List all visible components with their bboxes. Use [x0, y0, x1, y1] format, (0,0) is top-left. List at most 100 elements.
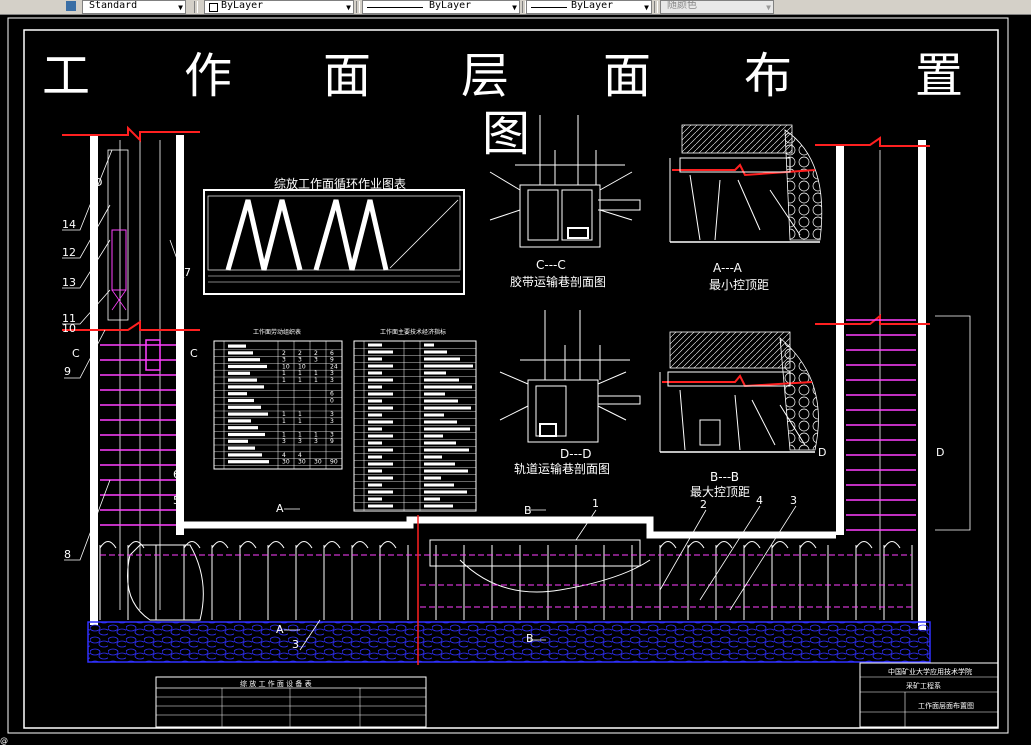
- table-cell: 3: [282, 438, 286, 445]
- table-cell-text: [424, 406, 471, 410]
- table-cell-text: [228, 371, 250, 375]
- table-cell: 4: [298, 452, 302, 459]
- color-dropdown[interactable]: 随颜色 ▼: [660, 0, 774, 14]
- text-style-icon[interactable]: [66, 1, 76, 11]
- table-cell: 2: [298, 350, 302, 357]
- layer-value: ByLayer: [221, 0, 264, 11]
- title-char: 图: [482, 106, 530, 162]
- table-cell: 3: [298, 357, 302, 364]
- table-cell-text: [228, 453, 262, 457]
- callout-4: 4: [756, 494, 763, 507]
- callout-7: 7: [184, 266, 191, 279]
- table-cell-text: [368, 350, 393, 354]
- table-cell-text: [424, 413, 444, 417]
- school-name: 中国矿业大学应用技术学院: [888, 667, 972, 676]
- layer-dropdown[interactable]: ByLayer ▼: [204, 0, 354, 14]
- table-cell-text: [368, 399, 382, 403]
- callouts: 14 12 13 11 10 9 8 7 6 5 1 2 4 3 3 C C D…: [62, 176, 944, 651]
- title-block: 中国矿业大学应用技术学院 采矿工程系 工作面层面布置图: [859, 662, 999, 728]
- face-supports: [99, 539, 913, 621]
- table-cell-text: [368, 420, 393, 424]
- leader-lines: [62, 149, 797, 651]
- inner-frame: [23, 29, 999, 729]
- title-char: 作: [184, 48, 232, 104]
- chevron-down-icon[interactable]: ▼: [512, 3, 517, 12]
- table-cell-text: [228, 446, 255, 450]
- table-cell: 6: [330, 350, 334, 357]
- table-cell: 24: [330, 363, 338, 370]
- rail-section-label: D---D: [560, 447, 591, 461]
- table-cell: 1: [282, 370, 286, 377]
- table-cell: 1: [298, 377, 302, 384]
- marker-a1: A: [276, 502, 284, 515]
- cad-drawing-canvas[interactable]: 工 作 面 层 面 布 置 图: [0, 15, 1031, 737]
- table-cell: 90: [330, 459, 338, 466]
- table-cell-text: [228, 344, 246, 348]
- linetype-dropdown[interactable]: ByLayer ▼: [362, 0, 520, 14]
- table-cell: 3: [314, 357, 318, 364]
- marker-d-right2: D: [936, 446, 944, 459]
- text-style-dropdown[interactable]: Standard ▼: [82, 0, 186, 14]
- table2-title: 工作面主要技术经济指标: [380, 328, 446, 336]
- table-cell-text: [368, 406, 393, 410]
- min-roof-section: [669, 124, 823, 243]
- max-section-label: B---B: [710, 470, 739, 484]
- table-cell-text: [228, 378, 257, 382]
- title-char: 面: [323, 48, 371, 104]
- lineweight-value: ByLayer: [571, 0, 614, 11]
- table-cell-text: [368, 455, 382, 459]
- toolbar-separator: [194, 1, 198, 13]
- table-cell-text: [424, 462, 455, 466]
- title-char: 面: [603, 48, 651, 104]
- line-sample-icon: [531, 7, 567, 8]
- table-cell-text: [228, 439, 248, 443]
- table-cell-text: [424, 497, 440, 501]
- table-cell-text: [228, 426, 258, 430]
- table-cell-text: [424, 357, 460, 361]
- table-cell-text: [368, 483, 382, 487]
- table-cell: 1: [282, 411, 286, 418]
- table-cell-text: [368, 385, 382, 389]
- drawing-title: 工 作 面 层 面 布 置 图: [42, 48, 963, 162]
- table-cell-text: [368, 476, 393, 480]
- table-cell: 1: [314, 370, 318, 377]
- table-cell-text: [368, 434, 393, 438]
- table-cell-text: [424, 476, 441, 480]
- table-cell-text: [424, 434, 443, 438]
- table-cell-text: [424, 350, 447, 354]
- color-value: 随颜色: [667, 0, 697, 11]
- properties-toolbar: Standard ▼ ByLayer ▼ ByLayer ▼ ByLayer ▼…: [0, 0, 1031, 15]
- callout-14: 14: [62, 218, 76, 231]
- table-cell-text: [424, 420, 457, 424]
- marker-c-left: C: [72, 347, 80, 360]
- callout-2: 2: [700, 498, 707, 511]
- table-cell-text: [368, 448, 393, 452]
- table-cell: 1: [314, 377, 318, 384]
- belt-section-label: C---C: [536, 258, 566, 272]
- chevron-down-icon[interactable]: ▼: [766, 3, 771, 12]
- table-cell-text: [228, 364, 267, 369]
- chevron-down-icon[interactable]: ▼: [346, 3, 351, 12]
- table-cell-text: [368, 364, 393, 368]
- left-roadway: [62, 125, 200, 625]
- table-cell-text: [368, 427, 382, 431]
- toolbar-separator: [356, 1, 360, 13]
- table-cell-text: [368, 357, 382, 361]
- chevron-down-icon[interactable]: ▼: [178, 3, 183, 12]
- table-cell-text: [424, 371, 446, 375]
- callout-1: 1: [592, 497, 599, 510]
- text-style-value: Standard: [89, 0, 138, 11]
- table-cell: 3: [330, 377, 334, 384]
- chevron-down-icon[interactable]: ▼: [644, 3, 649, 12]
- tech-econ-table: 工作面主要技术经济指标: [353, 328, 477, 512]
- table-cell: 9: [330, 357, 334, 364]
- lineweight-dropdown[interactable]: ByLayer ▼: [526, 0, 652, 14]
- table-cell-text: [424, 483, 454, 487]
- table-cell-text: [228, 398, 254, 403]
- rail-section-name: 轨道运输巷剖面图: [514, 461, 610, 476]
- status-bar: @: [0, 737, 1031, 745]
- table-cell-text: [424, 448, 469, 452]
- drawing-name: 工作面层面布置图: [918, 701, 974, 710]
- table-cell: 3: [330, 411, 334, 418]
